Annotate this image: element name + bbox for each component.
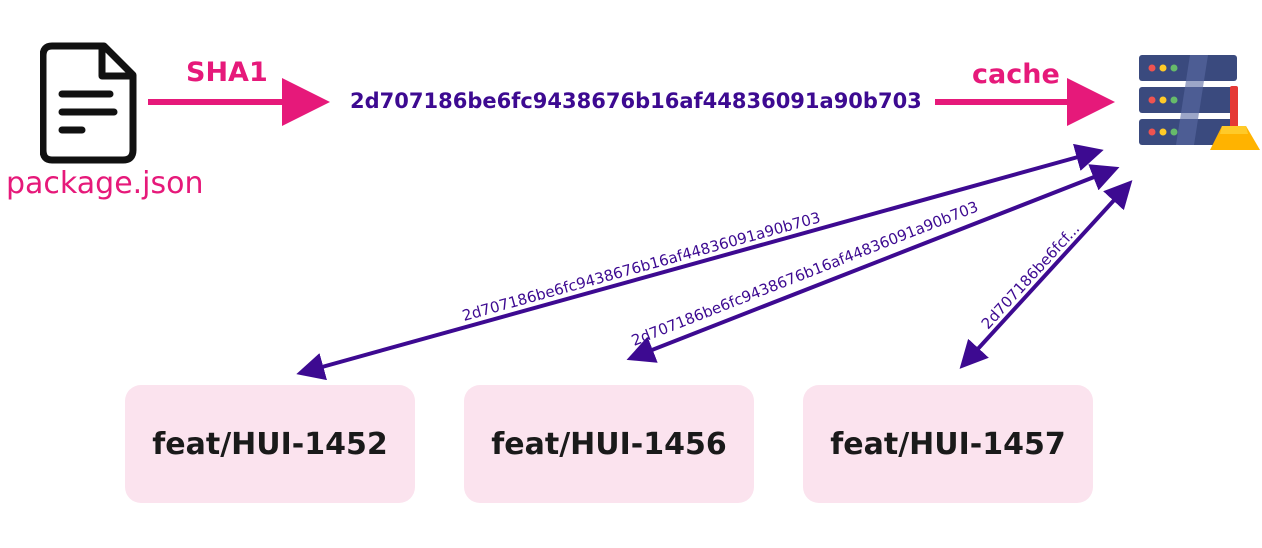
link-arrow-1 (296, 143, 1104, 381)
server-cache-icon (1139, 55, 1260, 150)
document-icon (40, 42, 137, 164)
branch-box-2: feat/HUI-1456 (464, 385, 754, 503)
link-arrow-3 (959, 180, 1133, 369)
hash-value: 2d707186be6fc9438676b16af44836091a90b703 (350, 89, 922, 113)
file-label: package.json (6, 166, 204, 201)
link-label-1: 2d707186be6fc9438676b16af44836091a90b703 (460, 208, 822, 324)
cache-label: cache (972, 59, 1060, 90)
branch-label: feat/HUI-1456 (491, 426, 727, 462)
link-label-3: 2d707186be6fcf... (978, 220, 1084, 333)
branch-box-3: feat/HUI-1457 (803, 385, 1093, 503)
sha1-label: SHA1 (186, 57, 268, 88)
branch-label: feat/HUI-1452 (152, 426, 388, 462)
branch-box-1: feat/HUI-1452 (125, 385, 415, 503)
branch-label: feat/HUI-1457 (830, 426, 1066, 462)
